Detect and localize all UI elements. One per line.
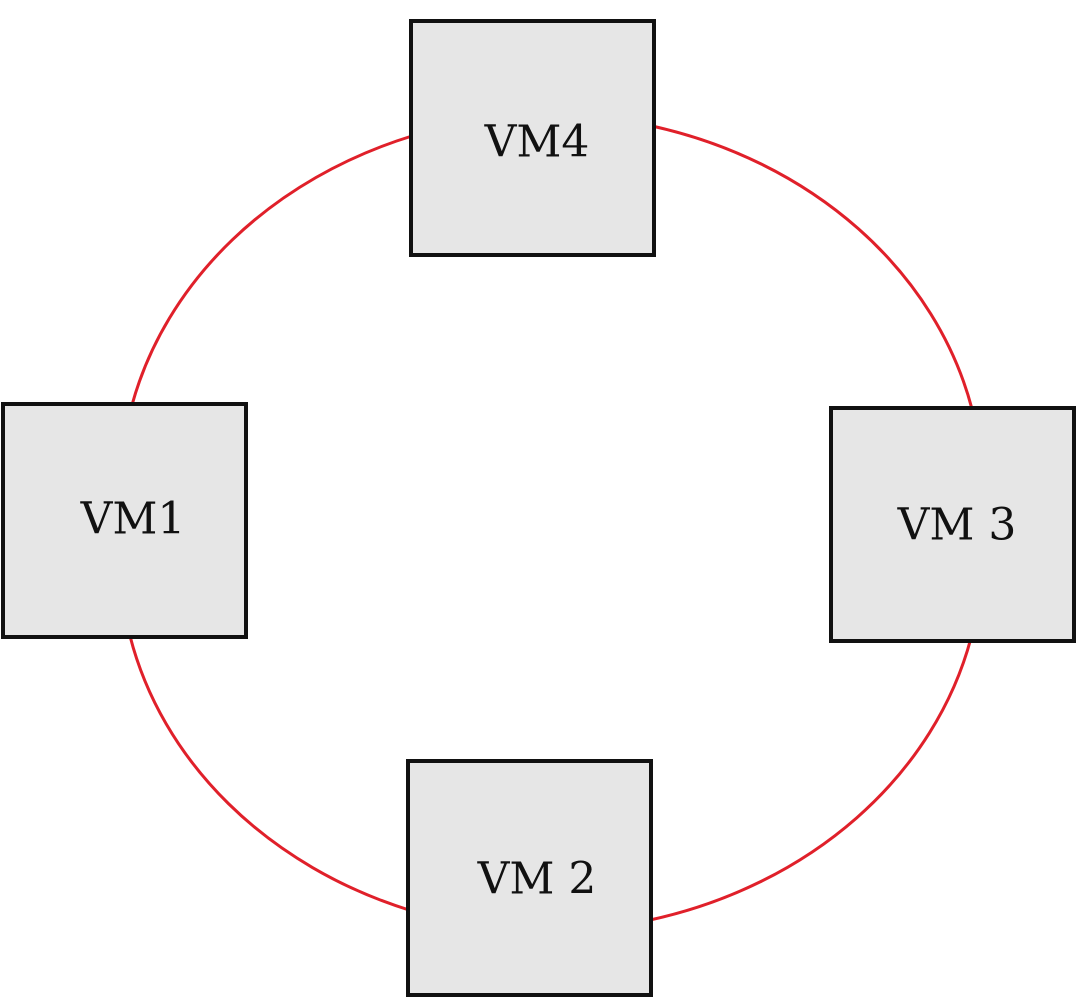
node-vm1-label: VM1 xyxy=(80,494,186,545)
node-vm4[interactable]: VM4 xyxy=(409,19,656,257)
link-vm1-vm4 xyxy=(130,134,413,406)
node-vm2-label: VM 2 xyxy=(477,854,597,905)
node-vm2-box xyxy=(406,759,653,997)
ring-links xyxy=(128,124,974,922)
link-vm2-vm1 xyxy=(128,635,410,912)
link-vm4-vm3 xyxy=(651,124,974,410)
node-vm4-label: VM4 xyxy=(484,117,590,168)
node-vm2[interactable]: VM 2 xyxy=(406,759,653,997)
link-vm3-vm2 xyxy=(649,637,973,922)
node-vm3[interactable]: VM 3 xyxy=(829,406,1076,643)
node-vm1[interactable]: VM1 xyxy=(1,402,248,639)
node-vm3-label: VM 3 xyxy=(897,500,1017,551)
node-vm3-box xyxy=(829,406,1076,643)
node-vm4-box xyxy=(409,19,656,257)
node-vm1-box xyxy=(1,402,248,639)
